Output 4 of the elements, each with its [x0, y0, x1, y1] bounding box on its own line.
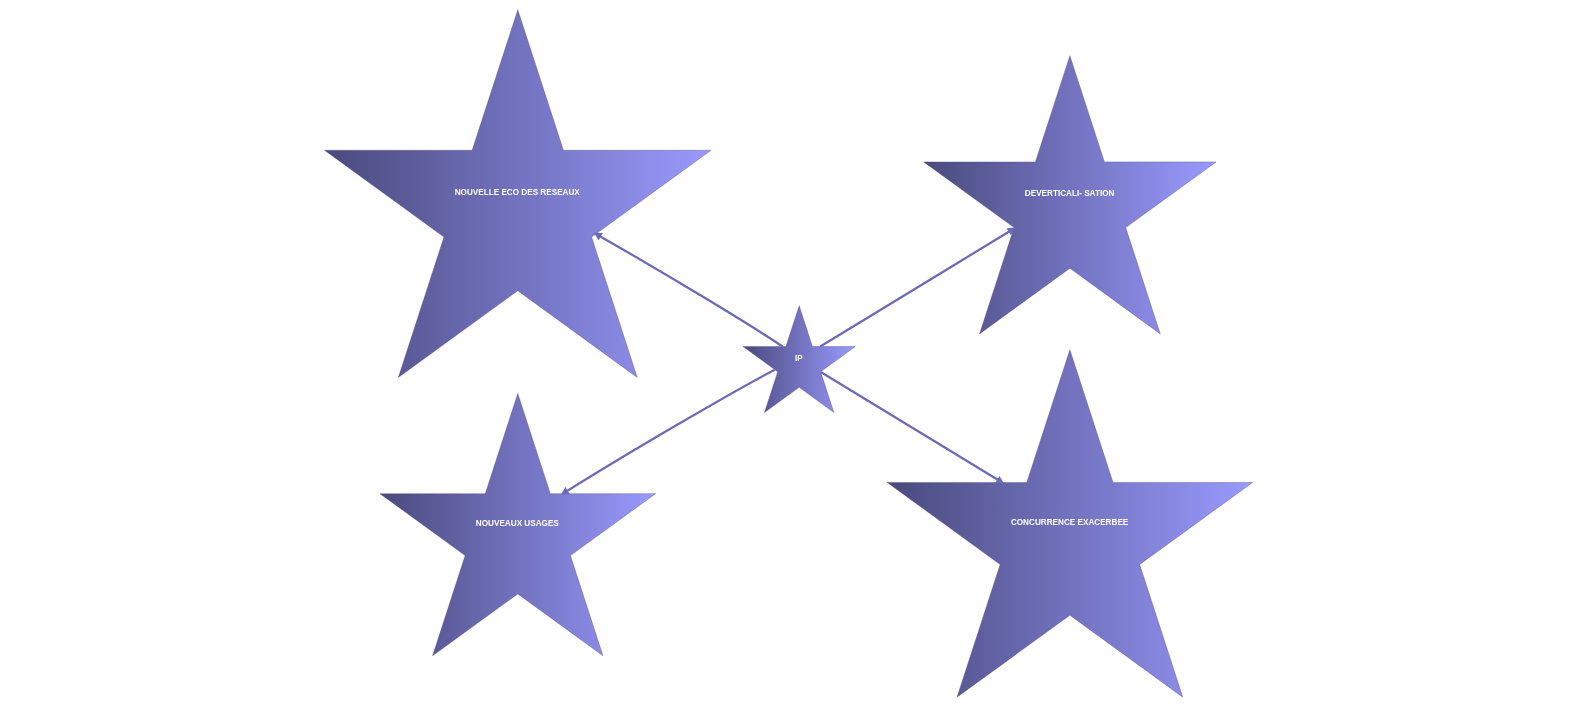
arrow — [593, 232, 783, 348]
arrow — [819, 227, 1016, 348]
arrow — [560, 368, 775, 495]
arrow — [819, 371, 1004, 484]
